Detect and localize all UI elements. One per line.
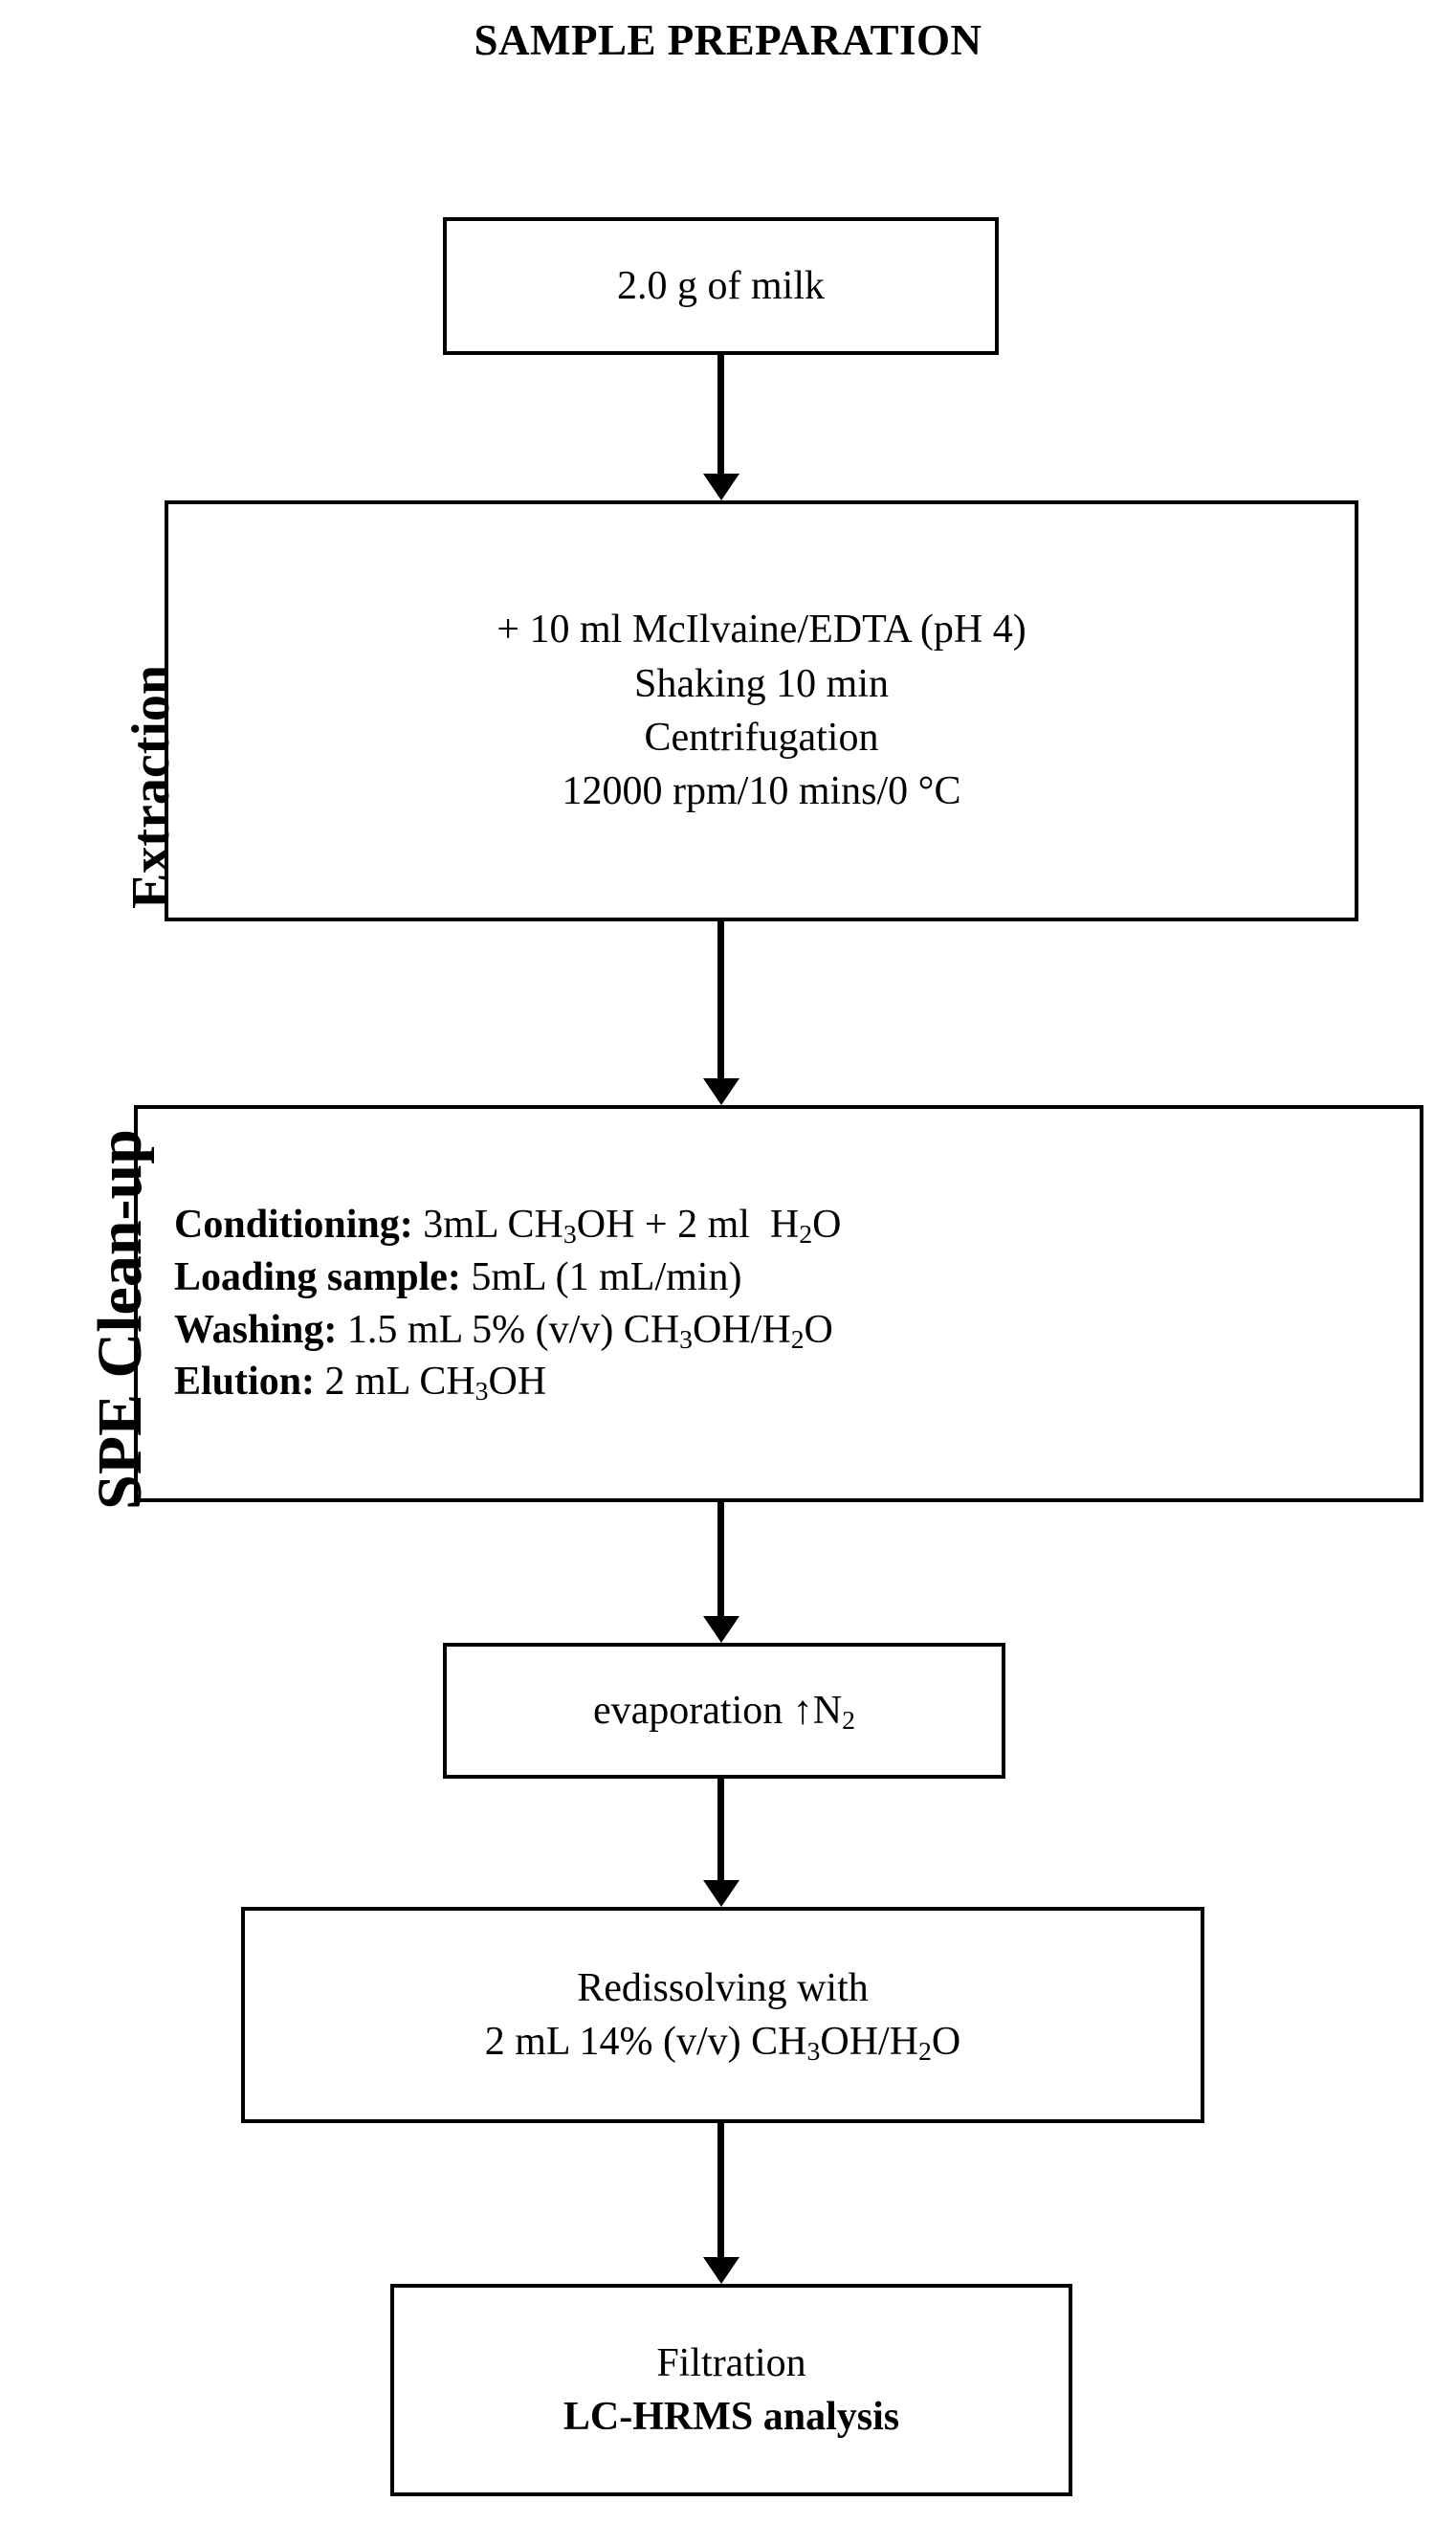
spe-row-label: Elution: — [174, 1360, 316, 1405]
spe-row-label: Conditioning: — [174, 1203, 413, 1248]
arrow-evaporation-to-redissolve — [717, 1779, 724, 1882]
spe-row: Washing: 1.5 mL 5% (v/v) CH3OH/H2O — [174, 1307, 833, 1354]
page-title: SAMPLE PREPARATION — [474, 16, 982, 64]
box-line: 2.0 g of milk — [617, 263, 825, 308]
stage-label-extraction: Extraction — [121, 664, 181, 909]
box-line: evaporation ↑N2 — [593, 1688, 855, 1735]
box-line: + 10 ml McIlvaine/EDTA (pH 4) — [496, 608, 1026, 653]
spe-row-label: Loading sample: — [174, 1254, 461, 1299]
process-box-redissolving: Redissolving with 2 mL 14% (v/v) CH3OH/H… — [241, 1907, 1204, 2123]
arrow-extraction-to-spe — [717, 921, 724, 1080]
arrow-milk-to-extraction — [717, 355, 724, 476]
box-line: LC-HRMS analysis — [563, 2395, 900, 2439]
box-line: 2 mL 14% (v/v) CH3OH/H2O — [484, 2020, 961, 2067]
process-box-evaporation: evaporation ↑N2 — [443, 1643, 1005, 1779]
process-box-filtration: Filtration LC-HRMS analysis — [390, 2284, 1072, 2496]
arrow-spe-to-evaporation — [717, 1502, 724, 1618]
spe-row: Conditioning: 3mL CH3OH + 2 ml H2O — [174, 1203, 842, 1250]
process-box-spe: Conditioning: 3mL CH3OH + 2 ml H2O Loadi… — [134, 1105, 1423, 1502]
spe-row: Loading sample: 5mL (1 mL/min) — [174, 1254, 742, 1299]
process-box-sample: 2.0 g of milk — [443, 217, 999, 355]
spe-row: Elution: 2 mL CH3OH — [174, 1360, 547, 1406]
process-box-extraction: + 10 ml McIlvaine/EDTA (pH 4) Shaking 10… — [165, 500, 1358, 921]
spe-row-label: Washing: — [174, 1307, 338, 1352]
box-line: Shaking 10 min — [633, 661, 889, 706]
box-line: Centrifugation — [644, 716, 879, 760]
stage-label-spe: SPE Clean-up — [85, 1129, 155, 1510]
box-line: Redissolving with — [577, 1965, 869, 2010]
box-line: 12000 rpm/10 mins/0 °C — [562, 769, 961, 814]
box-line: Filtration — [656, 2340, 806, 2385]
arrow-redissolve-to-filtration — [717, 2123, 724, 2259]
